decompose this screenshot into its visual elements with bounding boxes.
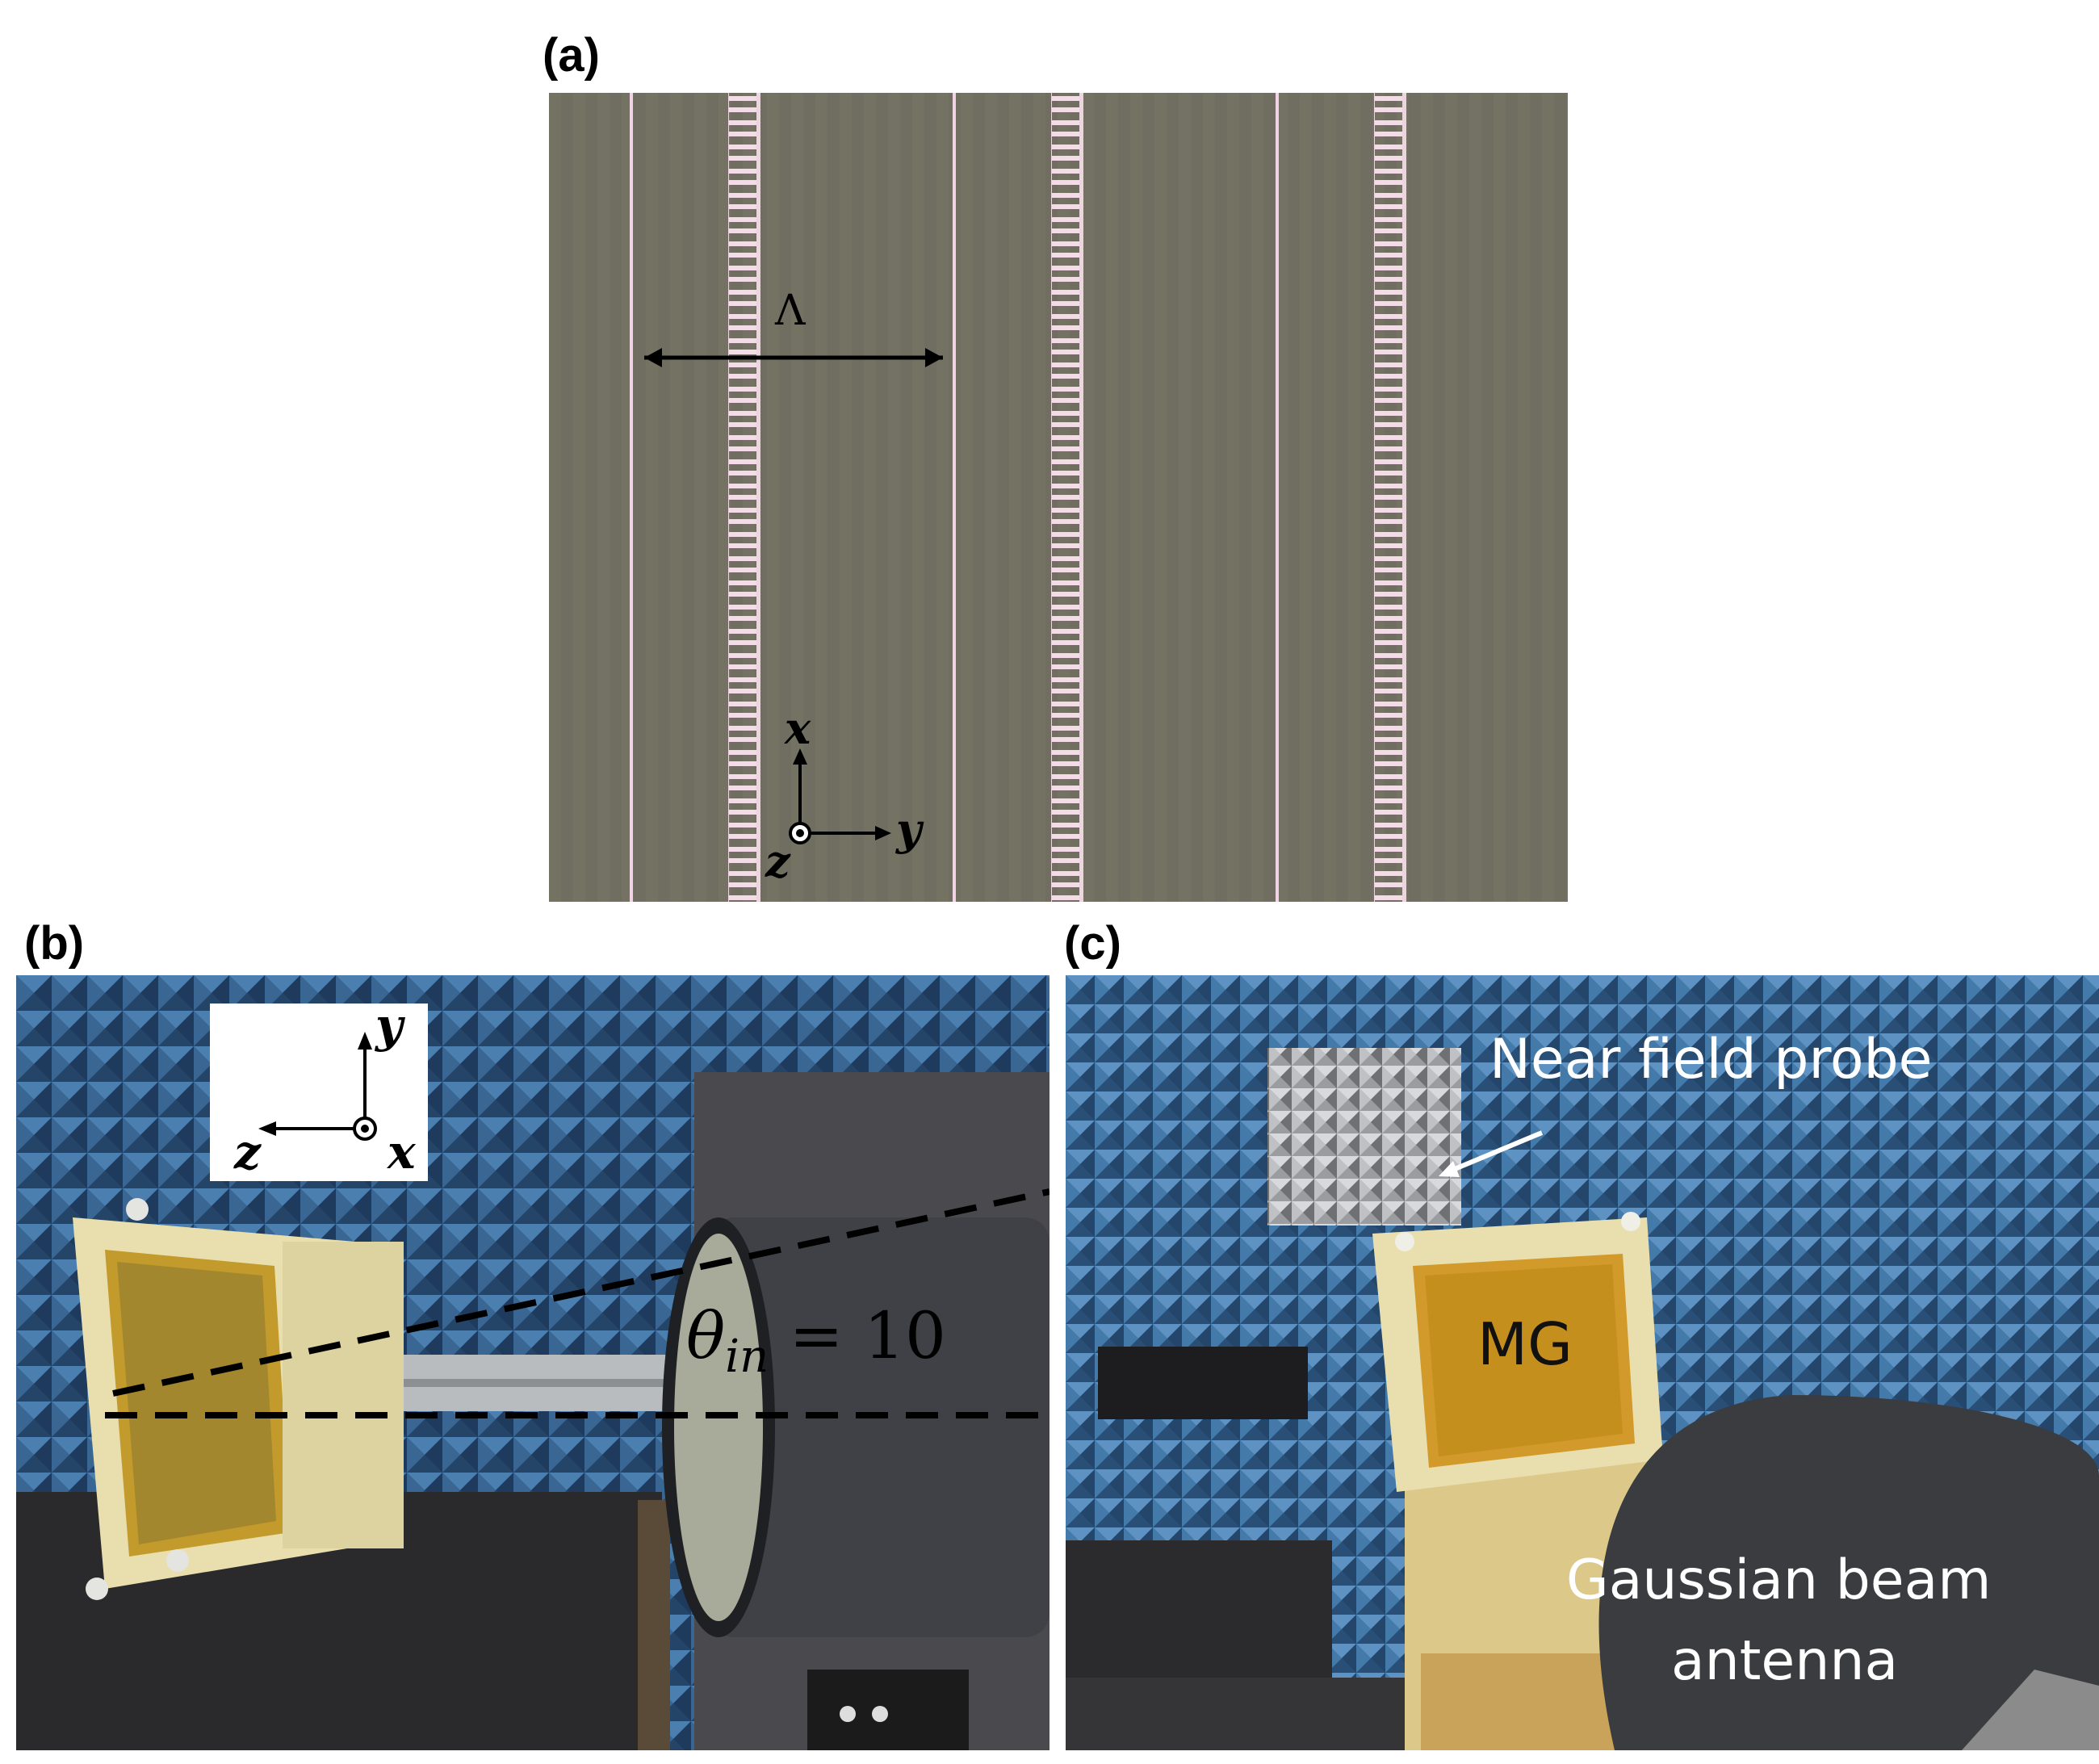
arrow-icon [258, 1121, 276, 1136]
probe-arrow [1443, 1130, 1544, 1175]
axis-z-label: z [765, 836, 790, 887]
antenna-label-line2: antenna [1671, 1629, 1899, 1693]
axis-x-label: x [388, 1125, 416, 1179]
metagrating-photo: Λ x y z [549, 93, 1568, 902]
axis-y-label: y [375, 998, 403, 1053]
incidence-line [112, 1188, 1050, 1397]
setup-top-view-scene [16, 975, 1050, 1750]
axis-z-label: z [234, 1125, 261, 1179]
metagrating-pattern [549, 93, 1568, 902]
angle-subscript: in [725, 1330, 769, 1383]
arrow-icon [358, 1032, 372, 1050]
angle-label: θin = 10 [686, 1298, 946, 1383]
arrow-icon [793, 748, 807, 765]
arrow-icon [925, 348, 943, 367]
setup-chamber-scene [1066, 975, 2099, 1750]
setup-top-view-photo: y z x θin = 10 [16, 975, 1050, 1750]
label-c: (c) [1064, 917, 1121, 970]
near-field-probe [1267, 1048, 1461, 1226]
probe-label: Near field probe [1489, 1028, 1933, 1092]
antenna-label-line1: Gaussian beam [1566, 1548, 1992, 1612]
period-symbol: Λ [775, 287, 806, 335]
label-b: (b) [24, 917, 85, 970]
axis-inset [210, 1004, 428, 1181]
setup-chamber-photo: Near field probe MG Gaussian beam antenn… [1066, 975, 2099, 1750]
arrow-icon [875, 826, 891, 840]
angle-value: = 10 [789, 1298, 946, 1373]
mg-label: MG [1477, 1310, 1573, 1378]
axis-x-label: x [785, 702, 811, 754]
axis-y-label: y [896, 803, 922, 855]
gaussian-beam-antenna [1598, 1395, 2099, 1750]
arrow-icon [1439, 1161, 1460, 1177]
angle-theta: θ [686, 1298, 726, 1373]
label-a: (a) [543, 29, 600, 82]
arrow-icon [644, 348, 662, 367]
